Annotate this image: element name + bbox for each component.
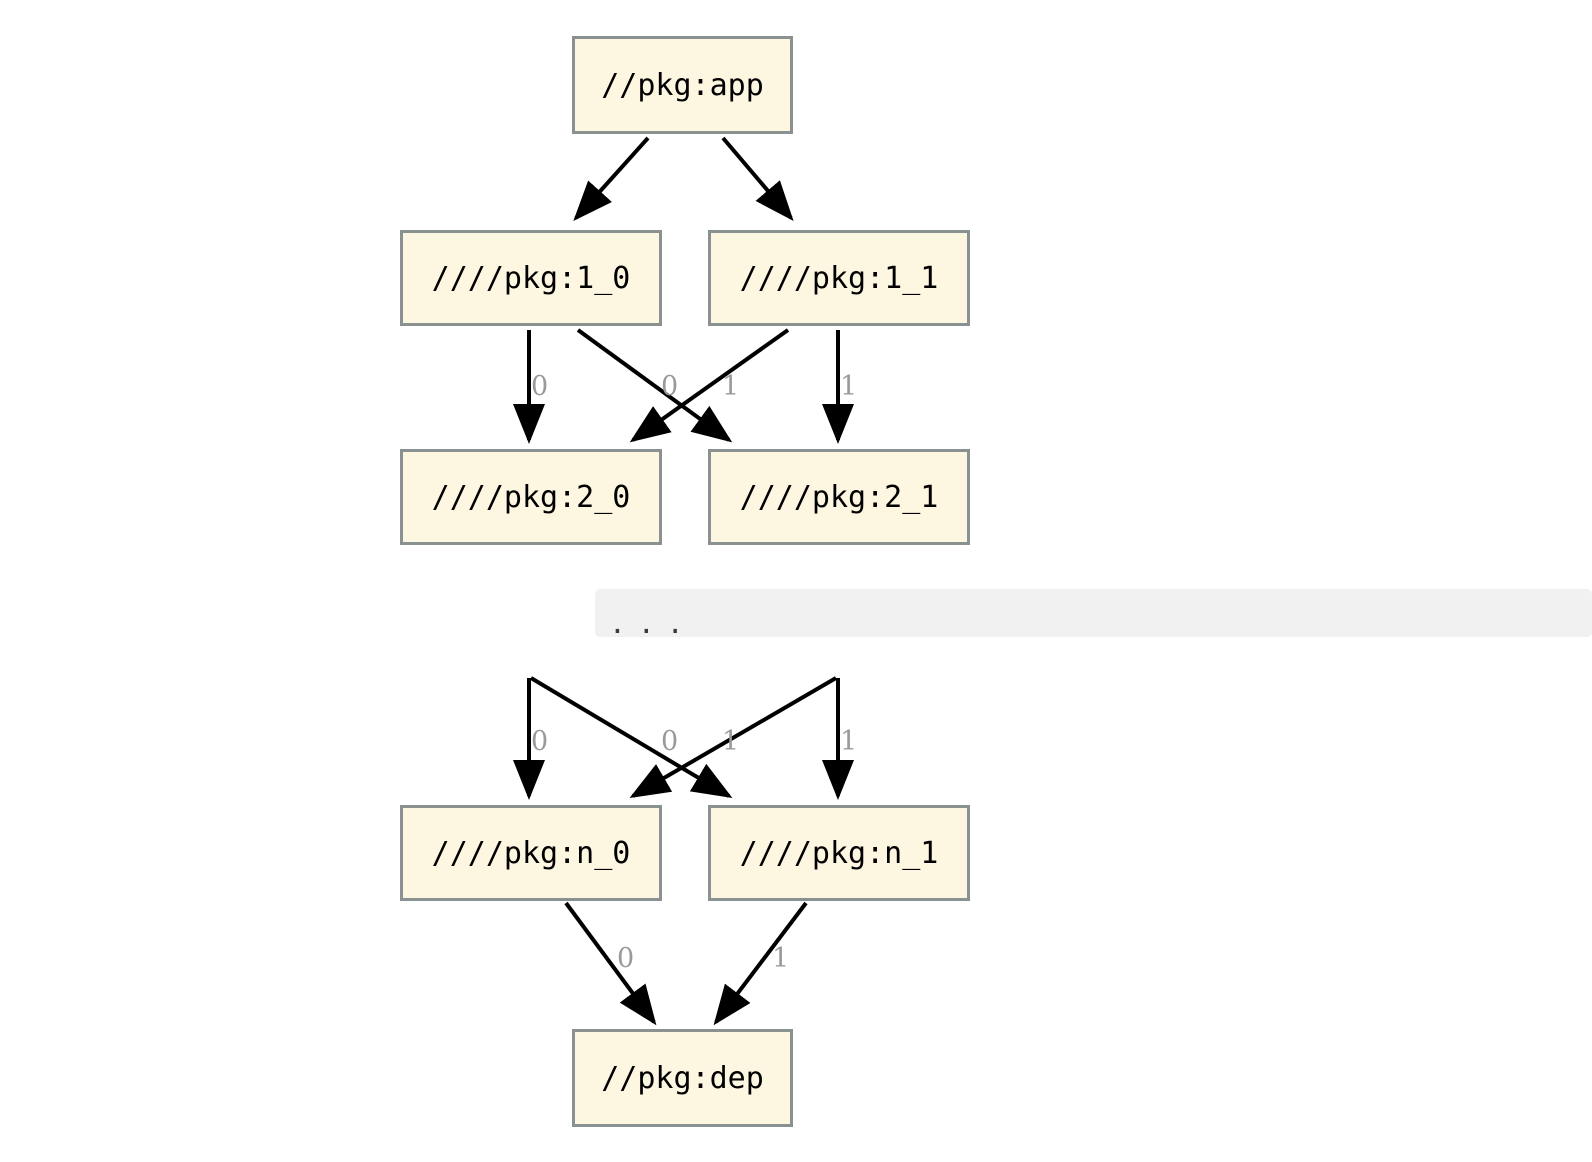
edge-label-n_0-to-dep: 0 bbox=[617, 943, 635, 974]
node-pkg-1_0-label: ////pkg:1_0 bbox=[431, 260, 631, 296]
edge-label-n_1-to-dep: 1 bbox=[772, 943, 790, 974]
node-dep[interactable]: //pkg:dep bbox=[572, 1029, 793, 1127]
edge-label-1_1-to-2_0: 1 bbox=[722, 371, 740, 402]
edge-n_1-to-dep bbox=[713, 901, 808, 1026]
node-pkg-n_1[interactable]: ////pkg:n_1 bbox=[708, 805, 970, 901]
node-pkg-1_1[interactable]: ////pkg:1_1 bbox=[708, 230, 970, 326]
node-app-label: //pkg:app bbox=[601, 67, 764, 103]
node-pkg-2_0-label: ////pkg:2_0 bbox=[431, 479, 631, 515]
edge-label-1_0-to-2_1: 0 bbox=[661, 371, 679, 402]
edge-label-dangling-to-n_1: 1 bbox=[840, 726, 858, 757]
node-dep-label: //pkg:dep bbox=[601, 1060, 764, 1096]
edge-label-1_0-to-2_0: 0 bbox=[531, 371, 549, 402]
edge-1_0-to-2_1 bbox=[576, 328, 733, 443]
edge-label-dangling-to-n_0: 0 bbox=[531, 726, 549, 757]
node-pkg-1_0[interactable]: ////pkg:1_0 bbox=[400, 230, 662, 326]
node-pkg-n_1-label: ////pkg:n_1 bbox=[739, 835, 939, 871]
node-app[interactable]: //pkg:app bbox=[572, 36, 793, 134]
edge-app-to-1_0 bbox=[573, 136, 650, 221]
node-pkg-n_0[interactable]: ////pkg:n_0 bbox=[400, 805, 662, 901]
node-pkg-n_0-label: ////pkg:n_0 bbox=[431, 835, 631, 871]
edge-app-to-1_1 bbox=[721, 136, 794, 222]
node-pkg-2_0[interactable]: ////pkg:2_0 bbox=[400, 449, 662, 545]
edge-label-dangling-cross-to-n_0: 1 bbox=[722, 726, 740, 757]
ellipsis-band: ... bbox=[595, 589, 1592, 640]
edge-1_1-to-2_0 bbox=[629, 328, 790, 443]
ellipsis-label: ... bbox=[609, 607, 696, 640]
node-pkg-2_1-label: ////pkg:2_1 bbox=[739, 479, 939, 515]
node-pkg-1_1-label: ////pkg:1_1 bbox=[739, 260, 939, 296]
edge-label-1_1-to-2_1: 1 bbox=[840, 371, 858, 402]
edge-n_0-to-dep bbox=[564, 901, 657, 1026]
edge-label-dangling-cross-to-n_1: 0 bbox=[661, 726, 679, 757]
node-pkg-2_1[interactable]: ////pkg:2_1 bbox=[708, 449, 970, 545]
edge-dangling-cross-to-n_0 bbox=[629, 676, 838, 799]
edge-dangling-cross-to-n_1 bbox=[529, 676, 733, 799]
